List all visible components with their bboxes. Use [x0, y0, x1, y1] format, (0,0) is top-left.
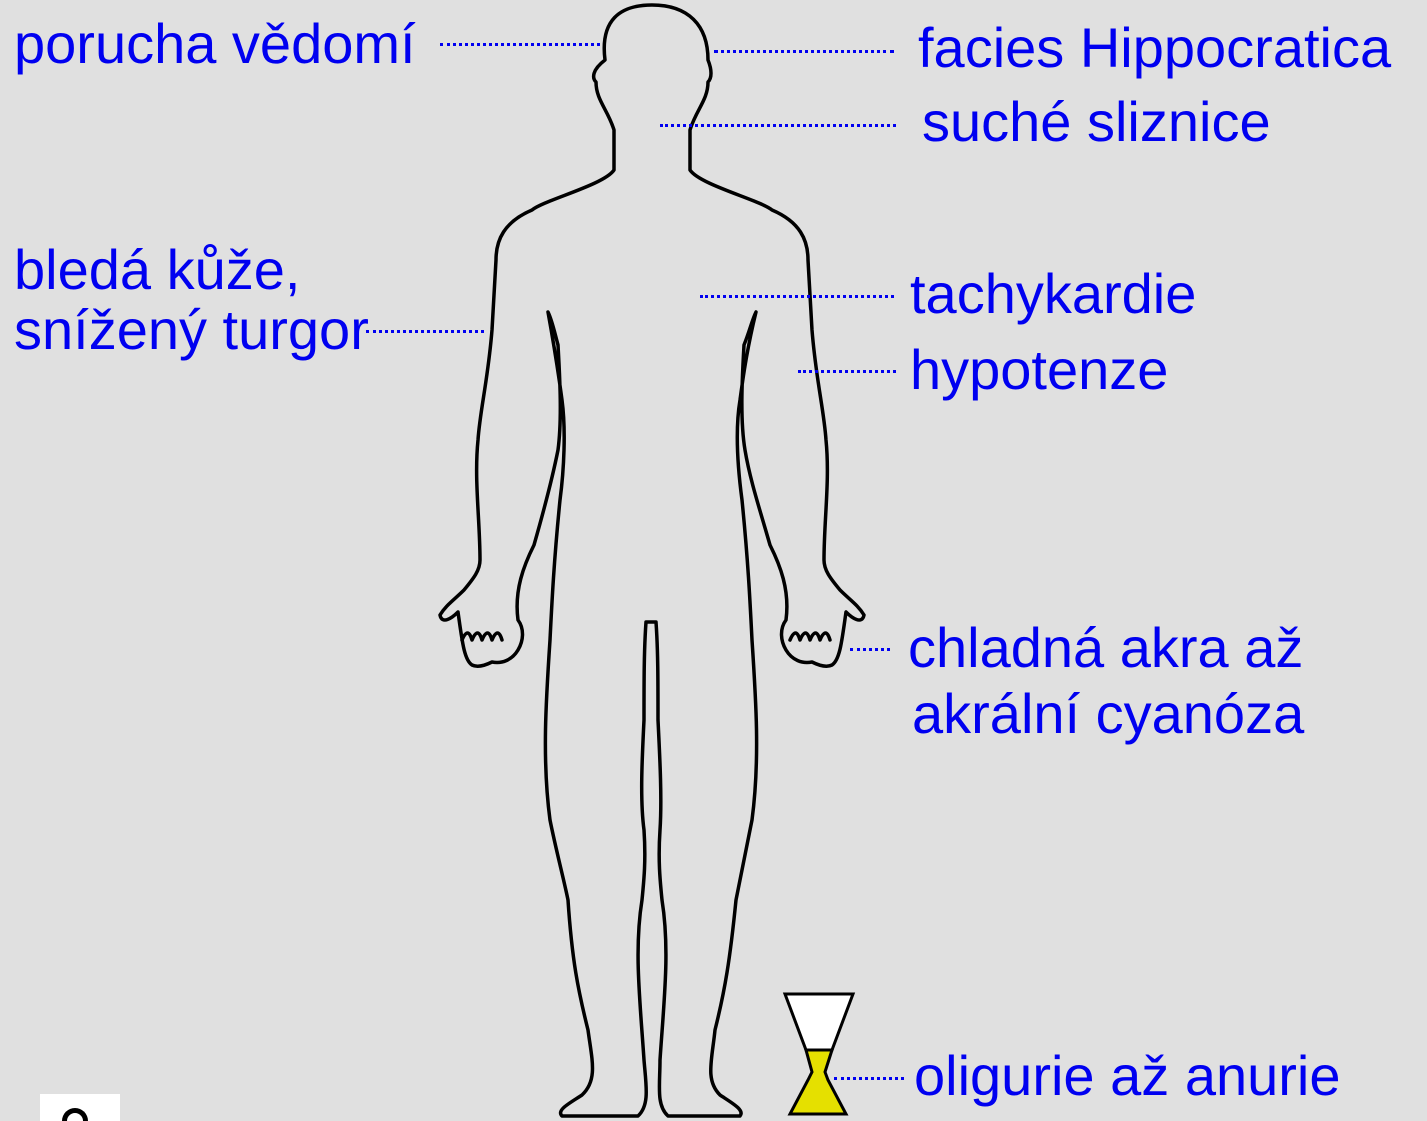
right-fingers: [790, 633, 830, 640]
leader-tachycardia: [700, 295, 894, 298]
urine-glass-icon: [785, 994, 853, 1114]
leader-consciousness: [440, 43, 600, 46]
leader-facies: [714, 50, 894, 53]
label-tachycardia: tachykardie: [910, 260, 1196, 328]
label-acra-line1: chladná akra až: [908, 614, 1303, 682]
left-fingers: [462, 633, 502, 640]
label-acra-line2: akrální cyanóza: [912, 680, 1304, 748]
label-skin-line1: bledá kůže,: [14, 236, 300, 304]
leader-urine: [834, 1077, 904, 1080]
help-icon[interactable]: [40, 1094, 120, 1121]
leader-acra: [850, 648, 890, 651]
label-skin-line2: snížený turgor: [14, 296, 369, 364]
leader-hypotension: [798, 370, 896, 373]
leader-skin: [366, 330, 484, 333]
label-consciousness: porucha vědomí: [14, 10, 416, 78]
label-urine: oligurie až anurie: [914, 1042, 1340, 1110]
label-hypotension: hypotenze: [910, 336, 1168, 404]
head-outline: [440, 5, 864, 1116]
label-mucosa: suché sliznice: [922, 88, 1271, 156]
leader-mucosa: [660, 124, 896, 127]
label-facies: facies Hippocratica: [918, 14, 1391, 82]
